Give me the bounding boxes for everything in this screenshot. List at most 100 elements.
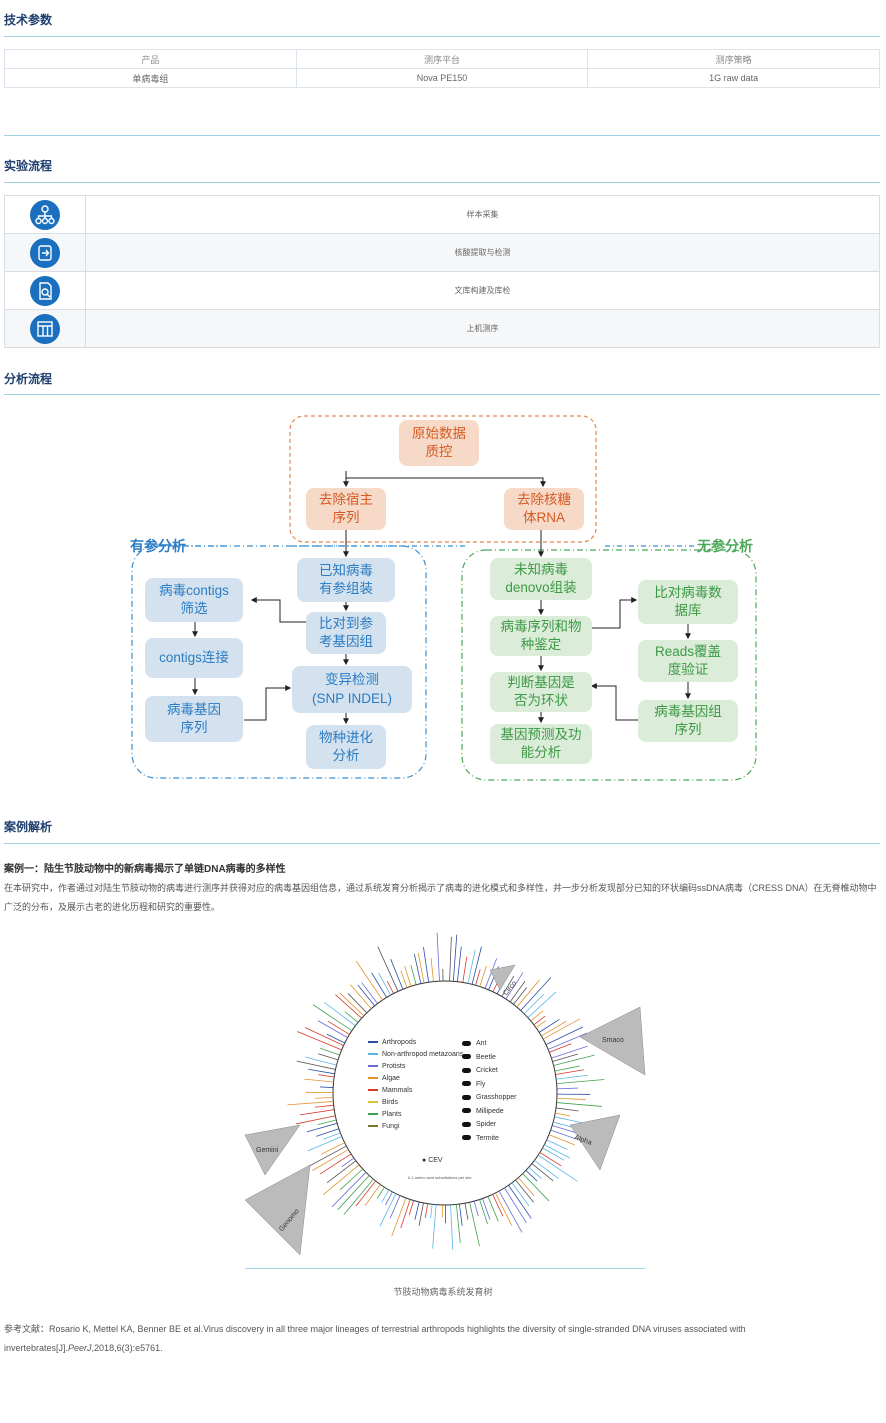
legend-swatch [368,1101,378,1103]
tree-branch [555,1107,579,1112]
tree-branch [304,1027,344,1046]
legend-item: Mammals [368,1085,463,1097]
tree-branch [306,1122,338,1133]
tree-branch [410,965,417,985]
list-item: 上机测序 [4,309,880,348]
tree-branch [538,1018,560,1033]
tree-branch [531,1163,554,1182]
tree-branch [327,1020,350,1035]
animal-silhouette-icon [462,1121,471,1127]
tree-branch [548,1134,576,1146]
node-viral-genome: 病毒基因 序列 [145,696,243,742]
tree-branch [423,946,430,983]
tree-branch [544,1144,571,1159]
reference-journal: PeerJ [68,1343,92,1353]
tree-branch [378,972,392,996]
tree-branch [295,1115,336,1125]
tree-branch [556,1097,586,1100]
tree-branch [551,1045,588,1059]
node-gene-predict: 基因预测及功 能分析 [490,724,592,764]
tree-branch [525,1170,538,1182]
tree-branch [541,1020,567,1037]
tree-branch [542,1147,565,1161]
tree-branch [548,1032,588,1050]
tree-branch [471,946,482,985]
legend-swatch [368,1113,378,1115]
tree-branch [316,1128,339,1137]
tree-branch [537,1154,578,1182]
tree-branch [381,1189,390,1203]
tree-branch [515,1179,534,1203]
node-contig-filter: 病毒contigs 筛选 [145,578,243,622]
tree-branch [318,1053,339,1061]
tree-branch [379,1193,397,1227]
phylogenetic-tree [244,932,646,1256]
tree-branch [528,1166,542,1179]
tree-branch [556,1074,588,1080]
clade-label-gemini: Gemini [256,1147,279,1154]
node-remove-rrna: 去除核糖 体RNA [504,488,584,530]
sample-icon [30,199,60,230]
tree-branch [306,1145,347,1169]
tree-branch [501,975,515,997]
animal-silhouette-icon [462,1040,471,1046]
sequencing-icon [30,313,60,344]
list-item: 文库构建及库检 [4,271,880,310]
tree-branch [518,1177,535,1197]
tree-branch [349,984,372,1009]
animal-silhouette-icon [462,1054,471,1060]
tree-branch [377,946,399,992]
table-cell: 1G raw data [587,68,880,88]
tree-branch [355,960,383,1001]
tree-branch [371,972,387,998]
tree-branch [452,934,458,982]
tree-branch [317,1020,348,1038]
ref-analysis-label: 有参分析 [130,538,186,554]
tree-branch [386,980,394,994]
animal-silhouette-icon [462,1108,471,1114]
tree-branch [400,1199,411,1229]
animal-silhouette-icon [462,1094,471,1100]
node-genome-seq: 病毒基因组 序列 [638,700,738,742]
tree-branch [511,1182,530,1207]
denovo-analysis-label: 无参分析 [697,538,753,554]
table-cell: Nova PE150 [295,68,589,88]
tree-branch [545,1026,584,1045]
tree-branch [520,977,552,1011]
tree-branch [376,1186,385,1199]
tree-branch [482,1198,491,1220]
step-label: 核酸提取与检测 [85,233,880,272]
tree-branch [404,965,412,987]
tree-branch [390,958,404,990]
tree-branch [347,993,368,1014]
tree-branch [487,1196,499,1222]
step-label: 上机测序 [85,309,880,348]
node-known-virus: 已知病毒 有参组装 [297,558,395,602]
tree-branch [337,1175,370,1210]
node-raw-qc: 原始数据 质控 [399,420,479,466]
tree-branch [343,1178,374,1215]
legend-label: Spider [476,1121,497,1128]
tree-branch [534,1160,559,1179]
node-evolution: 物种进化 分析 [306,725,386,769]
tree-branch [317,1119,337,1125]
section-title-case-analysis: 案例解析 [4,820,53,834]
node-circular: 判断基因是 否为环状 [490,672,592,712]
node-unknown-virus: 未知病毒 denovo组装 [490,558,592,600]
tree-branch [556,1087,579,1090]
node-db-align: 比对病毒数 据库 [638,580,738,624]
animal-silhouette-icon [462,1067,471,1073]
tree-branch [312,1004,353,1032]
tree-branch [464,1203,469,1220]
legend-item: Protists [368,1061,463,1073]
table-header-row: 产品 测序平台 测序策略 [4,49,880,69]
tree-branch [297,1031,342,1051]
tree-branch [552,1053,579,1062]
tree-branch [554,1065,580,1072]
legend-label: Protists [382,1063,406,1070]
tree-branch [523,993,545,1015]
legend-item: Arthropods [368,1037,463,1049]
tree-branch [508,1185,532,1219]
tree-branch [430,1204,433,1219]
legend-item: Plants [368,1109,463,1121]
